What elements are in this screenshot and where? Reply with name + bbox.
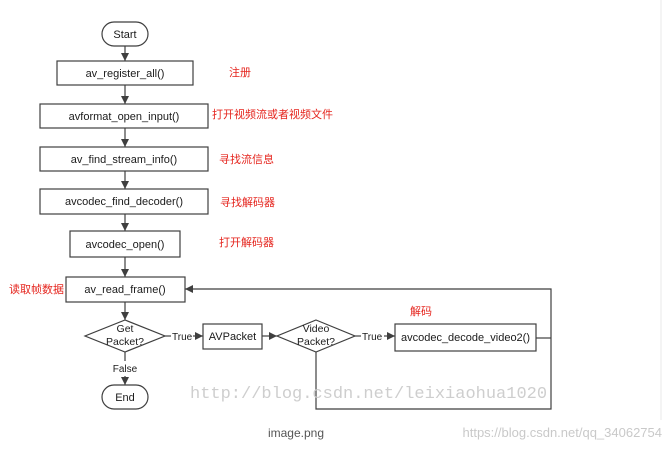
step-open-input-label: avformat_open_input() xyxy=(69,111,180,123)
step-codec-open: avcodec_open() xyxy=(69,230,181,258)
step-register-box xyxy=(56,60,194,86)
annotation-codec-open: 打开解码器 xyxy=(219,235,274,249)
step-find-stream-info: av_find_stream_info() xyxy=(39,146,209,172)
step-decode-video-box xyxy=(394,323,537,352)
step-find-decoder-box xyxy=(39,188,209,215)
annotation-decode: 解码 xyxy=(410,304,432,318)
step-find-stream-info-label: av_find_stream_info() xyxy=(71,154,177,166)
step-find-decoder-label: avcodec_find_decoder() xyxy=(65,196,183,208)
step-codec-open-label: avcodec_open() xyxy=(86,239,165,251)
watermark-repost: https://blog.csdn.net/qq_34062754 xyxy=(463,425,663,440)
step-register-label: av_register_all() xyxy=(86,68,165,80)
step-read-frame-box xyxy=(65,276,186,303)
step-av-packet-box xyxy=(202,323,263,350)
edge-label-get-packet-true: True xyxy=(172,332,193,343)
image-caption: image.png xyxy=(268,426,324,440)
watermark-original: http://blog.csdn.net/leixiaohua1020 xyxy=(190,385,547,404)
end-shape xyxy=(101,384,149,410)
step-find-decoder: avcodec_find_decoder() xyxy=(39,188,209,215)
step-read-frame-label: av_read_frame() xyxy=(84,284,165,296)
end-label: End xyxy=(115,392,135,404)
decision-video-packet-line-1: Video xyxy=(303,323,330,335)
annotation-open-input: 打开视频流或者视频文件 xyxy=(212,107,333,121)
decision-get-packet-line-2: Packet? xyxy=(106,336,144,348)
step-open-input-box xyxy=(39,103,209,129)
annotation-read-frame: 读取帧数据 xyxy=(9,282,64,296)
decision-video-packet-line-2: Packet? xyxy=(297,336,335,348)
decision-get-packet: Get Packet? xyxy=(83,319,167,353)
loop-back-connector xyxy=(185,285,552,410)
step-read-frame: av_read_frame() xyxy=(65,276,186,303)
step-open-input: avformat_open_input() xyxy=(39,103,209,129)
step-register: av_register_all() xyxy=(56,60,194,86)
edge-label-get-packet-false: False xyxy=(113,364,138,375)
decision-get-packet-line-1: Get xyxy=(117,323,134,335)
annotation-register: 注册 xyxy=(229,65,251,79)
annotation-find-decoder: 寻找解码器 xyxy=(220,195,275,209)
annotation-find-stream-info: 寻找流信息 xyxy=(219,152,274,166)
step-av-packet: AVPacket xyxy=(202,323,263,350)
start-node: Start xyxy=(101,21,149,47)
decision-video-packet: Video Packet? xyxy=(275,319,357,353)
step-decode-video: avcodec_decode_video2() xyxy=(394,323,537,352)
edge-label-video-packet-true: True xyxy=(362,332,383,343)
step-decode-video-label: avcodec_decode_video2() xyxy=(401,332,530,344)
end-node: End xyxy=(101,384,149,410)
step-find-stream-info-box xyxy=(39,146,209,172)
start-label: Start xyxy=(113,29,136,41)
step-av-packet-label: AVPacket xyxy=(209,331,257,343)
